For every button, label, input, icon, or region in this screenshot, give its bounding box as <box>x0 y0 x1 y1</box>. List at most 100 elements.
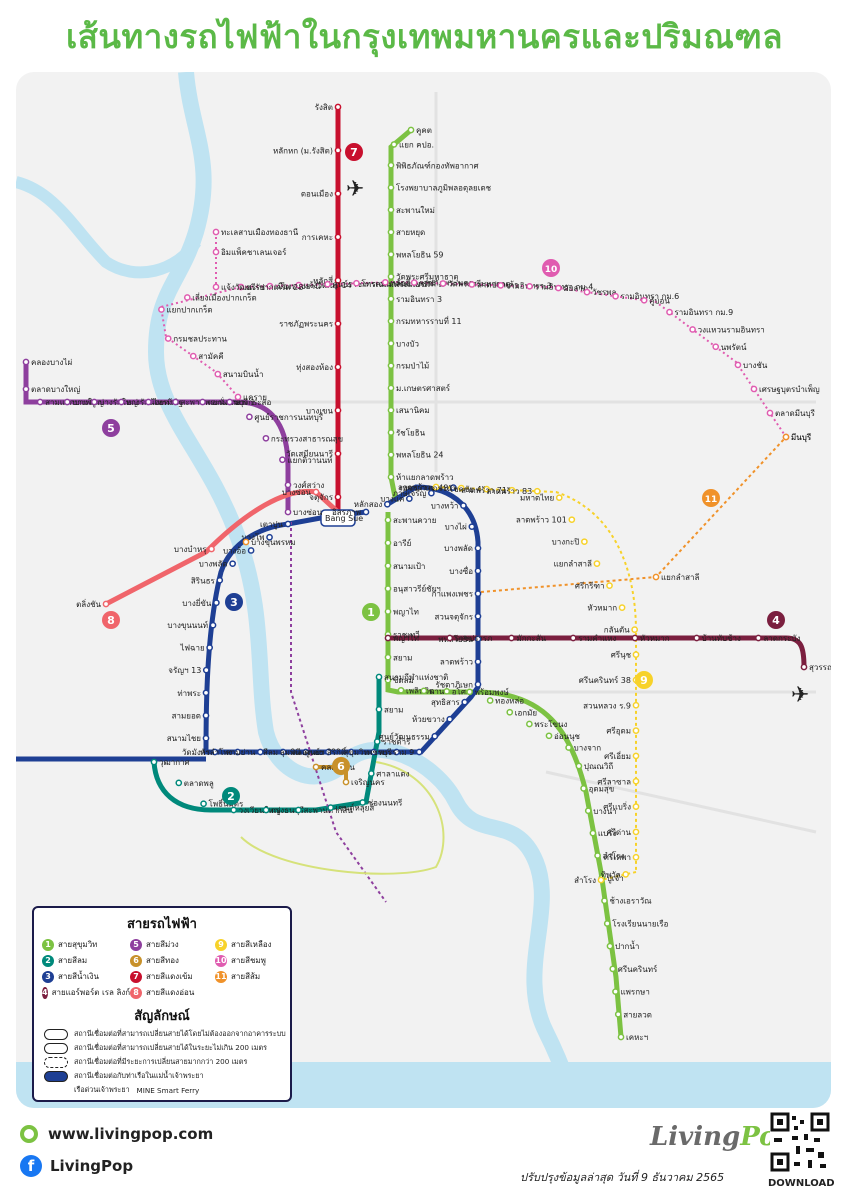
station-dot[interactable] <box>212 248 220 256</box>
station-label[interactable]: ราชภัฏพระนคร <box>279 320 334 329</box>
station-label[interactable]: ลาดพร้าว <box>398 483 431 492</box>
station-dot[interactable] <box>474 544 482 552</box>
station-dot[interactable] <box>584 807 592 815</box>
station-label[interactable]: พร้อมพงษ์ <box>475 687 509 697</box>
station-dot[interactable] <box>206 644 214 652</box>
station-label[interactable]: อโศก <box>452 686 471 696</box>
station-label[interactable]: สีลม <box>263 748 278 757</box>
station-label[interactable]: มหาดไทย <box>520 494 554 503</box>
station-dot[interactable] <box>36 398 44 406</box>
station-label[interactable]: สนามไชย <box>167 734 201 743</box>
station-dot[interactable] <box>387 295 395 303</box>
station-dot[interactable] <box>461 698 469 706</box>
station-dot[interactable] <box>284 520 292 528</box>
station-label[interactable]: ศรีนครินทร์ <box>618 964 658 974</box>
station-label[interactable]: เจริญนคร <box>351 778 385 787</box>
station-dot[interactable] <box>102 600 110 608</box>
station-label[interactable]: บางอ้อ <box>223 546 246 555</box>
station-dot[interactable] <box>468 523 476 531</box>
station-dot[interactable] <box>390 141 398 148</box>
station-label[interactable]: บางโพ <box>241 532 264 542</box>
station-label[interactable]: พหลโยธิน <box>438 634 473 644</box>
station-label[interactable]: ตลาดบางใหญ่ <box>31 385 80 394</box>
station-label[interactable]: สนามเป้า <box>393 562 425 571</box>
station-label[interactable]: บางพลัด <box>199 560 228 569</box>
station-label[interactable]: บางรักน้อยท่าอิฐ <box>126 398 183 407</box>
station-label[interactable]: ทองหล่อ <box>495 696 524 705</box>
station-dot[interactable] <box>474 681 482 688</box>
station-label[interactable]: เพชรเกษม 48 <box>400 484 449 493</box>
line-1-marker-icon[interactable]: 1 <box>362 603 380 621</box>
station-dot[interactable] <box>375 706 383 713</box>
station-dot[interactable] <box>580 785 587 792</box>
station-label[interactable]: บางเขน <box>306 406 334 415</box>
station-label[interactable]: แยกติวานนท์ <box>287 455 332 465</box>
line-11-marker-icon[interactable]: 11 <box>702 489 720 507</box>
station-dot[interactable] <box>466 688 473 696</box>
station-dot[interactable] <box>397 686 405 694</box>
station-dot[interactable] <box>384 608 392 615</box>
station-dot[interactable] <box>353 279 360 287</box>
station-label[interactable]: สายลวด <box>623 1010 652 1019</box>
station-dot[interactable] <box>189 352 197 360</box>
station-dot[interactable] <box>90 398 98 406</box>
line-8-marker-icon[interactable]: 8 <box>102 611 120 629</box>
station-label[interactable]: ศรีนครินทร์ 38 <box>579 675 631 685</box>
station-dot[interactable] <box>474 658 482 666</box>
station-dot[interactable] <box>612 292 619 300</box>
station-dot[interactable] <box>612 988 619 995</box>
station-dot[interactable] <box>242 538 250 546</box>
station-dot[interactable] <box>443 687 451 695</box>
station-dot[interactable] <box>387 384 395 392</box>
station-dot[interactable] <box>632 828 640 836</box>
station-dot[interactable] <box>202 689 210 697</box>
station-dot[interactable] <box>384 562 392 570</box>
station-label[interactable]: ช่องนนทรี <box>368 799 403 808</box>
station-label[interactable]: บางขุนนนท์ <box>167 620 208 630</box>
station-label[interactable]: ราชดำริ <box>382 738 411 747</box>
station-label[interactable]: สนามกีฬาแห่งชาติ <box>384 673 448 682</box>
station-label[interactable]: ทุ่งสองห้อง <box>296 363 333 372</box>
station-label[interactable]: ลาดพร้าว 101 <box>516 516 567 525</box>
station-label[interactable]: สะพานตากสิน <box>303 806 353 815</box>
station-dot[interactable] <box>234 393 242 401</box>
station-dot[interactable] <box>631 626 638 633</box>
station-label[interactable]: รามอินทรา กม.6 <box>621 292 680 301</box>
station-label[interactable]: ปุณณวิถี <box>584 762 613 771</box>
station-label[interactable]: ศรีกรีฑา <box>575 582 605 591</box>
station-dot[interactable] <box>750 385 758 393</box>
station-dot[interactable] <box>367 770 375 777</box>
station-label[interactable]: ตลาดพลู <box>184 779 214 789</box>
station-dot[interactable] <box>387 429 395 436</box>
station-label[interactable]: คลองบางไผ่ <box>31 358 72 367</box>
station-dot[interactable] <box>246 413 253 421</box>
station-label[interactable]: วัชรพล <box>592 288 616 297</box>
station-label[interactable]: กลันตัน <box>604 626 630 635</box>
station-label[interactable]: สำโรง <box>603 851 625 861</box>
station-dot[interactable] <box>387 362 395 370</box>
station-label[interactable]: แยกปากเกร็ด <box>166 305 212 315</box>
station-label[interactable]: ชิดลม <box>393 676 414 685</box>
station-dot[interactable] <box>693 634 701 642</box>
station-label[interactable]: วุฒากาศ <box>159 758 190 767</box>
station-label[interactable]: พิพิธภัณฑ์กองทัพอากาศ <box>396 160 479 170</box>
station-dot[interactable] <box>555 494 563 502</box>
station-label[interactable]: บางซ่อน <box>282 488 312 497</box>
station-label[interactable]: สะพานพระนั่งเกล้า <box>181 396 246 407</box>
station-dot[interactable] <box>266 533 273 541</box>
station-label[interactable]: บางจาก <box>574 744 602 753</box>
station-dot[interactable] <box>295 281 303 289</box>
station-dot[interactable] <box>526 282 533 290</box>
station-dot[interactable] <box>393 748 400 756</box>
station-label[interactable]: สามัคคี <box>198 352 223 361</box>
station-dot[interactable] <box>632 727 640 734</box>
station-dot[interactable] <box>262 806 270 814</box>
station-label[interactable]: อิสรภาพ <box>332 508 361 517</box>
station-label[interactable]: บางบัว <box>396 339 419 348</box>
station-dot[interactable] <box>383 500 391 508</box>
station-label[interactable]: ศรีแบริ่ง <box>603 801 631 812</box>
station-label[interactable]: บางบำหรุ <box>174 545 207 554</box>
station-dot[interactable] <box>387 161 395 169</box>
station-label[interactable]: ห้วยขวาง <box>412 715 445 724</box>
